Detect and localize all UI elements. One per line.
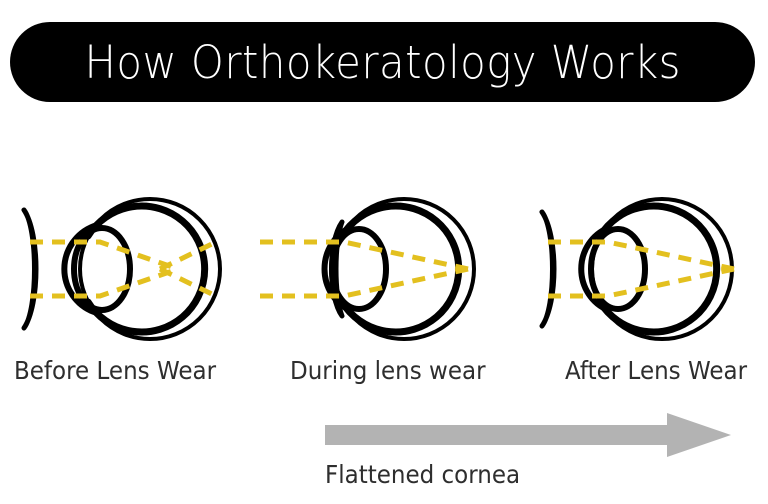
light-ray-lower — [30, 266, 179, 299]
stage-label-before-lens-wear: Before Lens Wear — [14, 356, 217, 385]
crystalline-lens — [329, 226, 389, 312]
eye-diagram-after-lens-wear — [512, 186, 768, 352]
eye-diagram-during-lens-wear — [254, 186, 510, 352]
crystalline-lens — [71, 225, 133, 313]
light-ray-upper — [260, 239, 469, 272]
eye-svg-after — [539, 197, 735, 341]
eye-svg-during — [260, 197, 476, 341]
arrow-shape — [325, 413, 731, 457]
contact-lens-crescent — [21, 207, 39, 331]
retina-arc — [338, 202, 463, 336]
light-ray-diverge-lower — [158, 266, 218, 299]
sclera-outline — [78, 197, 222, 341]
contact-lens-crescent-removed — [539, 209, 557, 329]
cornea-arc — [61, 223, 97, 315]
title-banner: How Orthokeratology Works — [10, 22, 755, 102]
light-ray-upper — [30, 239, 179, 272]
cornea-arc-flattened — [578, 225, 611, 313]
light-ray-diverge-upper — [158, 239, 218, 272]
retina-arc — [84, 202, 209, 336]
eye-diagram-before-lens-wear — [0, 186, 256, 352]
stage-label-after-lens-wear: After Lens Wear — [565, 356, 748, 385]
eye-svg-before — [21, 197, 222, 341]
page-title: How Orthokeratology Works — [84, 35, 681, 89]
retina-arc — [596, 202, 721, 336]
progress-arrow-icon — [325, 413, 731, 457]
eye-diagram-strip — [0, 186, 768, 352]
light-ray-lower — [260, 266, 469, 299]
crystalline-lens — [588, 226, 648, 312]
contact-lens-on-cornea — [329, 219, 345, 319]
flattened-cornea-caption: Flattened cornea — [325, 460, 521, 489]
stage-label-during-lens-wear: During lens wear — [290, 356, 486, 385]
